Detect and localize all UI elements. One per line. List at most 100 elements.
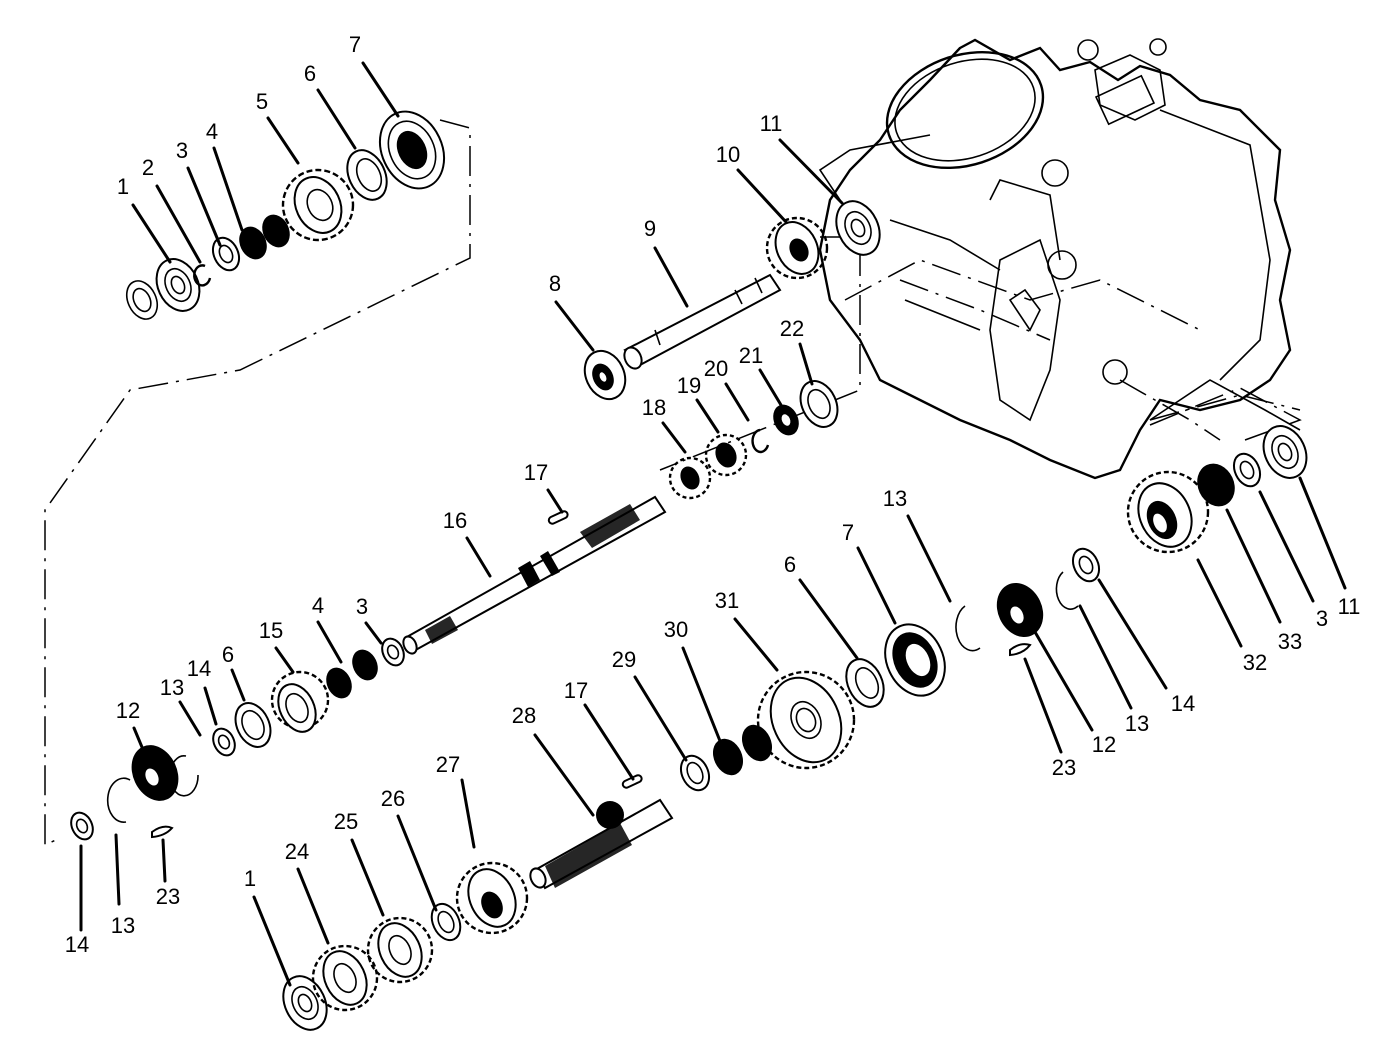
callout-number: 18 xyxy=(642,395,666,420)
callout-number: 12 xyxy=(1092,732,1116,757)
callout-number: 15 xyxy=(259,618,283,643)
callout-number: 17 xyxy=(524,460,548,485)
callout-part-2: 2 xyxy=(142,155,202,264)
callout-number: 13 xyxy=(111,913,135,938)
callout-number: 7 xyxy=(842,520,854,545)
callout-number: 3 xyxy=(1316,606,1328,631)
main-shaft-assembly xyxy=(402,380,839,655)
callout-part-12: 12 xyxy=(116,698,146,754)
callout-part-13: 13 xyxy=(1078,604,1149,736)
callout-part-5: 5 xyxy=(256,89,300,165)
callout-number: 8 xyxy=(549,271,561,296)
leader-line xyxy=(296,867,330,945)
leader-line xyxy=(274,646,295,674)
callout-part-4: 4 xyxy=(312,593,343,664)
leader-line xyxy=(212,146,244,232)
callout-number: 11 xyxy=(760,111,783,136)
callout-number: 1 xyxy=(244,866,256,891)
callout-part-10: 10 xyxy=(716,142,788,224)
callout-part-14: 14 xyxy=(187,656,218,726)
callout-part-22: 22 xyxy=(780,316,814,386)
leader-line xyxy=(798,578,859,660)
callout-part-25: 25 xyxy=(334,809,385,917)
leader-line xyxy=(856,546,897,625)
callout-number: 13 xyxy=(160,675,184,700)
callout-part-13: 13 xyxy=(883,486,952,603)
callout-part-20: 20 xyxy=(704,356,750,422)
callout-number: 5 xyxy=(256,89,268,114)
upper-left-gear-cluster xyxy=(125,110,446,320)
leader-line xyxy=(361,61,400,118)
callout-part-27: 27 xyxy=(436,752,476,849)
leader-line xyxy=(758,368,783,407)
callout-part-18: 18 xyxy=(642,395,687,454)
callout-part-11: 11 xyxy=(760,111,844,205)
leader-line xyxy=(681,646,722,743)
leader-line xyxy=(155,184,202,264)
callout-number: 14 xyxy=(1171,691,1195,716)
callout-part-16: 16 xyxy=(443,508,492,578)
callout-number: 13 xyxy=(1125,711,1149,736)
callout-part-19: 19 xyxy=(677,373,720,434)
leader-line xyxy=(266,116,300,165)
leader-line xyxy=(316,88,357,150)
callout-number: 27 xyxy=(436,752,460,777)
callout-number: 28 xyxy=(512,703,536,728)
callout-part-24: 24 xyxy=(285,839,330,945)
leader-line xyxy=(364,621,383,645)
callout-part-14: 14 xyxy=(1097,578,1195,716)
callout-part-6: 6 xyxy=(304,61,357,150)
callout-number: 11 xyxy=(1338,594,1361,619)
callout-number: 20 xyxy=(704,356,728,381)
leader-line xyxy=(186,166,222,247)
callout-number: 17 xyxy=(564,678,588,703)
callout-number: 23 xyxy=(156,884,180,909)
transmission-housing xyxy=(818,38,1301,480)
callout-number: 23 xyxy=(1052,755,1076,780)
callout-part-23: 23 xyxy=(1023,657,1076,780)
callout-number: 22 xyxy=(780,316,804,341)
callout-part-13: 13 xyxy=(111,833,135,938)
leader-line xyxy=(695,398,720,434)
input-shaft-assembly xyxy=(583,200,881,401)
leader-line xyxy=(546,488,564,514)
callout-part-21: 21 xyxy=(739,343,783,407)
callout-part-7: 7 xyxy=(842,520,897,625)
callout-number: 3 xyxy=(356,594,368,619)
leader-line xyxy=(203,686,218,726)
callout-number: 14 xyxy=(65,932,89,957)
callout-part-7: 7 xyxy=(349,32,400,118)
callout-number: 4 xyxy=(206,119,218,144)
callout-number: 9 xyxy=(644,216,656,241)
leader-line xyxy=(132,726,146,754)
right-gear-cluster xyxy=(955,425,1308,657)
callout-number: 33 xyxy=(1278,629,1302,654)
callout-part-3: 3 xyxy=(1258,490,1328,631)
callout-number: 6 xyxy=(304,61,316,86)
leader-line xyxy=(131,203,172,264)
callout-number: 32 xyxy=(1243,650,1267,675)
callout-part-17: 17 xyxy=(564,678,635,781)
callout-number: 6 xyxy=(222,642,234,667)
leader-line xyxy=(252,895,292,987)
callout-part-26: 26 xyxy=(381,786,438,912)
leader-line xyxy=(633,675,688,762)
callout-number: 26 xyxy=(381,786,405,811)
callout-number: 25 xyxy=(334,809,358,834)
callout-part-1: 1 xyxy=(117,174,172,264)
callout-layer: 1234567891011161718192021223415614131214… xyxy=(65,32,1361,987)
callout-number: 4 xyxy=(312,593,324,618)
callout-part-28: 28 xyxy=(512,703,595,817)
callout-number: 31 xyxy=(715,588,739,613)
callout-number: 2 xyxy=(142,155,154,180)
callout-number: 7 xyxy=(349,32,361,57)
callout-part-33: 33 xyxy=(1225,508,1302,654)
callout-part-29: 29 xyxy=(612,647,688,762)
callout-part-1: 1 xyxy=(244,866,292,987)
callout-part-4: 4 xyxy=(206,119,244,232)
callout-number: 13 xyxy=(883,486,907,511)
leader-line xyxy=(230,668,246,702)
callout-number: 19 xyxy=(677,373,701,398)
leader-line xyxy=(724,382,750,422)
